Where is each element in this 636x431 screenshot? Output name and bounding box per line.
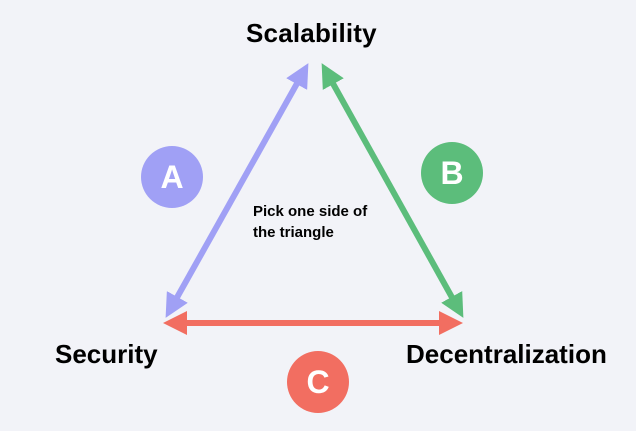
vertex-label-decentralization: Decentralization [406,339,607,369]
side-b-badge: B [421,142,483,204]
center-instruction-line-2: the triangle [253,224,334,241]
side-c-badge: C [287,351,349,413]
center-instruction-line-1: Pick one side of [253,203,368,220]
vertex-label-security: Security [55,339,158,369]
vertex-label-scalability: Scalability [246,18,377,48]
center-instruction: Pick one side of the triangle [253,201,423,243]
side-a-badge: A [141,146,203,208]
side-b-arrow [321,63,464,318]
side-a-arrow [165,63,309,318]
